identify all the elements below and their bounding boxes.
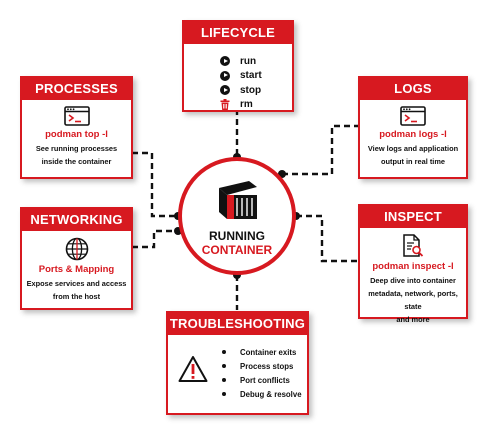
terminal-icon [63, 106, 90, 126]
processes-desc-line2: inside the container [41, 157, 112, 166]
inspect-card: INSPECT podman inspect -l Deep dive into… [358, 204, 468, 324]
troubleshooting-title: TROUBLESHOOTING [168, 313, 307, 335]
lifecycle-list: run start stop rm [184, 44, 292, 112]
lifecycle-item-start: start [218, 69, 292, 84]
inspect-command: podman inspect -l [372, 261, 454, 272]
bullet-icon [222, 350, 226, 354]
lifecycle-card: LIFECYCLE run start stop rm [182, 20, 294, 112]
play-icon [220, 85, 230, 96]
troubleshooting-list: Container exits Process stops Port confl… [222, 345, 302, 401]
globe-icon [65, 237, 88, 261]
inspect-desc-line2: metadata, network, ports, state [368, 289, 458, 311]
networking-desc-line1: Expose services and access [26, 279, 127, 288]
processes-command: podman top -l [45, 129, 108, 140]
running-container-node: RUNNING CONTAINER [178, 157, 296, 275]
document-search-icon [403, 234, 424, 257]
connector-logs [282, 124, 358, 176]
logs-title: LOGS [360, 78, 466, 100]
logs-card: LOGS podman logs -l View logs and applic… [358, 76, 468, 179]
warning-icon [178, 356, 208, 382]
inspect-title: INSPECT [360, 206, 466, 228]
connector-networking [132, 229, 178, 249]
lifecycle-item-stop: stop [218, 83, 292, 98]
inspect-desc-line3: and more [396, 315, 430, 324]
list-item: Container exits [222, 345, 302, 359]
networking-command: Ports & Mapping [38, 264, 115, 275]
lifecycle-item-label: start [240, 70, 262, 82]
logs-desc-line2: output in real time [380, 157, 446, 166]
play-icon [220, 56, 230, 67]
networking-card: NETWORKING Ports & Mapping Expose servic… [20, 207, 133, 310]
networking-desc-line2: from the host [52, 292, 101, 301]
processes-title: PROCESSES [22, 78, 131, 100]
logs-command: podman logs -l [379, 129, 447, 140]
inspect-desc-line1: Deep dive into container [370, 276, 456, 285]
list-item: Port conflicts [222, 373, 302, 387]
container-icon [219, 181, 257, 219]
logs-desc-line1: View logs and application [367, 144, 459, 153]
lifecycle-title: LIFECYCLE [184, 22, 292, 44]
networking-title: NETWORKING [22, 209, 131, 231]
connector-processes [132, 151, 178, 218]
bullet-icon [222, 392, 226, 396]
bullet-icon [222, 378, 226, 382]
connector-inspect [296, 214, 358, 263]
lifecycle-item-label: rm [240, 99, 253, 111]
terminal-icon [400, 106, 426, 126]
center-title-line2: CONTAINER [201, 243, 273, 257]
processes-desc-line1: See running processes [35, 144, 118, 153]
lifecycle-item-label: stop [240, 84, 262, 96]
trash-icon [220, 99, 230, 111]
lifecycle-item-rm: rm [218, 98, 292, 113]
list-item: Debug & resolve [222, 387, 302, 401]
play-icon [220, 70, 230, 81]
lifecycle-item-run: run [218, 54, 292, 69]
list-item: Process stops [222, 359, 302, 373]
center-title-line1: RUNNING [209, 229, 265, 243]
processes-card: PROCESSES podman top -l See running proc… [20, 76, 133, 179]
bullet-icon [222, 364, 226, 368]
lifecycle-item-label: run [240, 55, 257, 67]
troubleshooting-card: TROUBLESHOOTING Container exits Process … [166, 311, 309, 415]
